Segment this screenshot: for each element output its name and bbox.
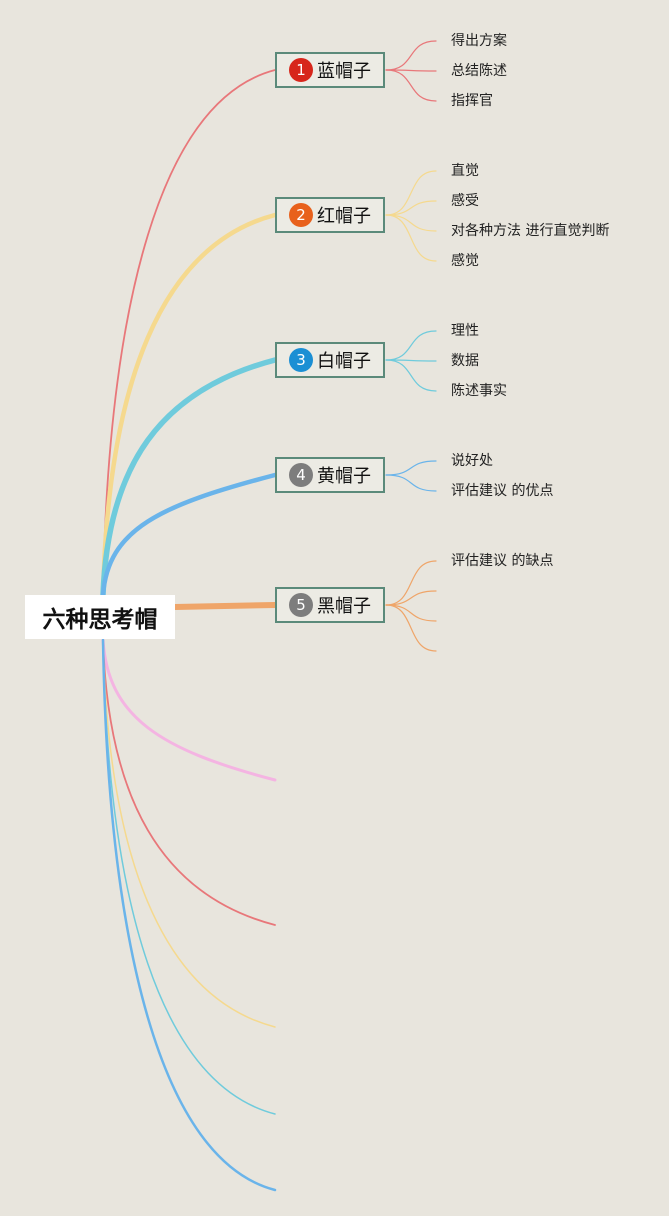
number-badge-3: 3	[289, 348, 313, 372]
number-badge-2: 2	[289, 203, 313, 227]
empty-branch-connector	[101, 638, 277, 1192]
leaf-connector	[385, 460, 437, 476]
branch-connector	[102, 69, 276, 596]
branch-label: 黄帽子	[317, 466, 371, 487]
empty-branch-connector	[101, 638, 277, 782]
leaf-connector	[385, 69, 437, 72]
leaf-connector	[385, 604, 437, 652]
branch-connector	[172, 602, 278, 610]
leaf-topic[interactable]: 指挥官	[451, 93, 493, 109]
number-badge-4: 4	[289, 463, 313, 487]
leaf-connector	[385, 359, 437, 392]
leaf-topic[interactable]: 对各种方法 进行直觉判断	[451, 223, 610, 239]
leaf-topic[interactable]: 感觉	[451, 253, 479, 269]
leaf-topic[interactable]: 总结陈述	[451, 63, 507, 79]
leaf-connector	[385, 69, 437, 102]
branch-label: 蓝帽子	[317, 61, 371, 82]
leaf-connector	[385, 560, 437, 606]
branch-blue-hat[interactable]: 1 蓝帽子	[275, 52, 385, 88]
leaf-connector	[385, 170, 437, 216]
leaf-topic[interactable]: 感受	[451, 193, 479, 209]
leaf-topic[interactable]: 评估建议 的缺点	[451, 553, 554, 569]
leaf-connector	[385, 200, 437, 216]
branch-label: 黑帽子	[317, 596, 371, 617]
number-badge-5: 5	[289, 593, 313, 617]
branch-connector	[100, 357, 278, 598]
branch-black-hat[interactable]: 5 黑帽子	[275, 587, 385, 623]
branch-yellow-hat[interactable]: 4 黄帽子	[275, 457, 385, 493]
leaf-connector	[385, 359, 437, 362]
leaf-connector	[385, 590, 437, 606]
leaf-topic[interactable]: 数据	[451, 353, 479, 369]
leaf-topic[interactable]: 说好处	[451, 453, 493, 469]
branch-connector	[100, 212, 278, 598]
leaf-connector	[385, 330, 437, 361]
root-node[interactable]: 六种思考帽	[25, 595, 175, 639]
branch-label: 红帽子	[317, 206, 371, 227]
empty-branch-connector	[102, 639, 276, 1028]
root-label: 六种思考帽	[42, 607, 158, 633]
leaf-topic[interactable]: 理性	[451, 323, 479, 339]
leaf-topic[interactable]: 得出方案	[451, 33, 507, 49]
branch-white-hat[interactable]: 3 白帽子	[275, 342, 385, 378]
empty-branch-connector	[102, 639, 276, 926]
leaf-connector	[385, 214, 437, 262]
leaf-topic[interactable]: 陈述事实	[451, 383, 507, 399]
leaf-topic[interactable]: 评估建议 的优点	[451, 483, 554, 499]
leaf-connector	[385, 474, 437, 492]
number-badge-1: 1	[289, 58, 313, 82]
leaf-connector	[385, 214, 437, 232]
leaf-topic[interactable]: 直觉	[451, 163, 479, 179]
leaf-connector	[385, 604, 437, 622]
leaf-connector	[385, 40, 437, 71]
branch-label: 白帽子	[317, 351, 371, 372]
branch-connector	[100, 472, 278, 598]
branch-red-hat[interactable]: 2 红帽子	[275, 197, 385, 233]
